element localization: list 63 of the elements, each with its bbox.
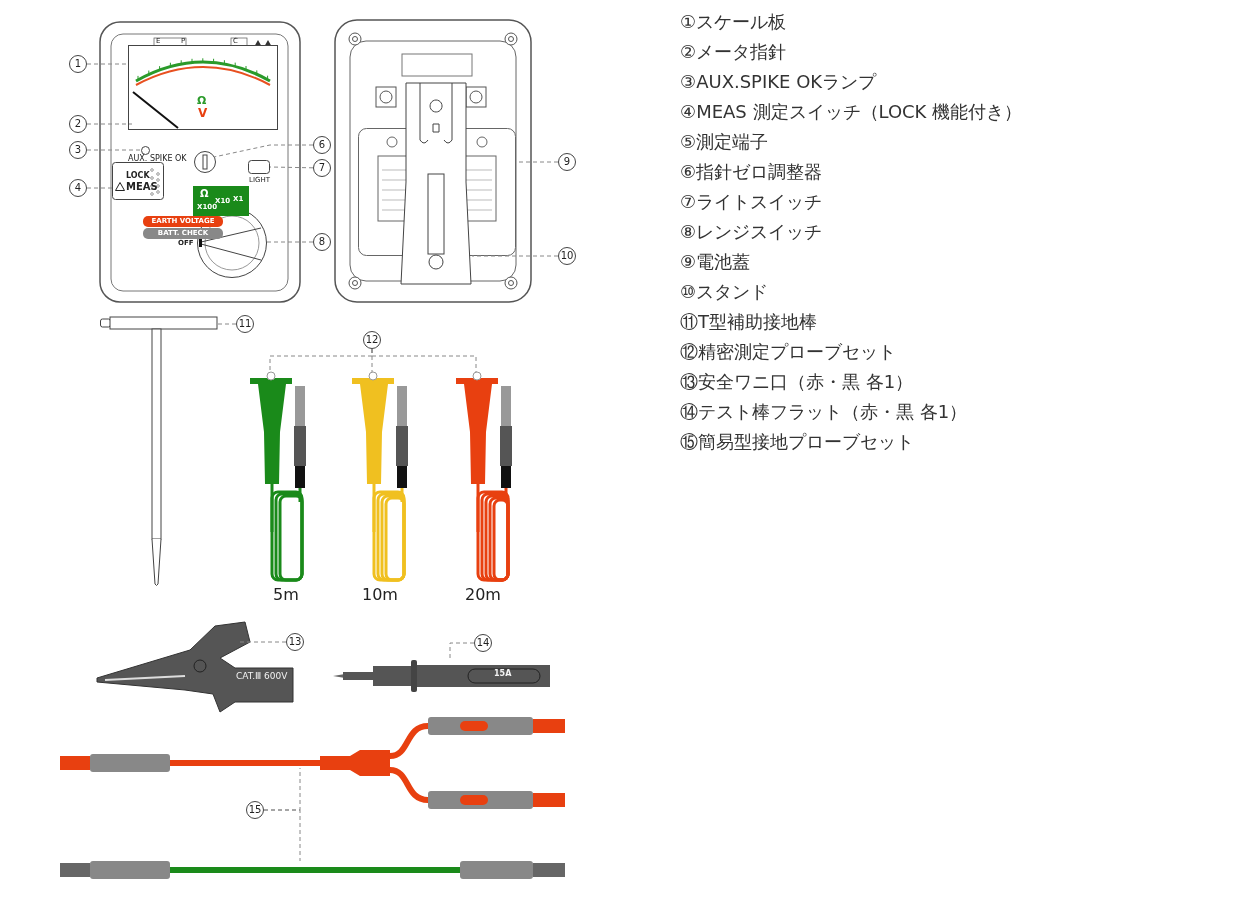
leader-line [86, 63, 129, 65]
leader-line [86, 123, 133, 125]
printed-text: CAT.Ⅲ 600V [236, 672, 288, 681]
part-list-item: ⑥指針ゼロ調整器 [680, 163, 823, 181]
leader-line [263, 809, 301, 862]
part-list-item: ⑬安全ワニ口（赤・黒 各1） [680, 373, 914, 391]
zero-adjuster [194, 151, 216, 173]
callout-number: 12 [363, 331, 381, 349]
scale-plate [128, 45, 278, 130]
lock-switch [112, 162, 164, 200]
part-list-item: ⑭テスト棒フラット（赤・黒 各1） [680, 403, 968, 421]
callout-number: 4 [69, 179, 87, 197]
part-list-item: ⑫精密測定プローブセット [680, 343, 896, 361]
length-label: 10m [362, 587, 398, 603]
callout-number: 8 [313, 233, 331, 251]
leader-line [86, 187, 113, 189]
part-list-item: ⑪T型補助接地棒 [680, 313, 817, 331]
test-probe [333, 660, 551, 692]
callout-number: 2 [69, 115, 87, 133]
part-list-item: ③AUX.SPIKE OKランプ [680, 73, 877, 91]
ground-rod [100, 316, 218, 588]
leader-line [217, 323, 237, 325]
part-list-item: ⑦ライトスイッチ [680, 193, 823, 211]
leader-line [266, 241, 314, 243]
printed-text: LOCK [126, 172, 150, 180]
leader-line [449, 642, 475, 661]
callout-number: 14 [474, 634, 492, 652]
part-list-item: ⑨電池蓋 [680, 253, 751, 271]
leader-line [371, 348, 477, 373]
light-button [248, 160, 270, 174]
stand [400, 82, 472, 285]
callout-number: 9 [558, 153, 576, 171]
printed-text: Ω [197, 95, 207, 106]
part-list-item: ⑤測定端子 [680, 133, 769, 151]
leader-line [213, 144, 314, 158]
printed-text: 15A [494, 670, 512, 678]
printed-text: MEAS [126, 182, 158, 192]
printed-text: Ω [200, 189, 209, 199]
leader-line [239, 641, 287, 643]
printed-text: V [198, 107, 208, 119]
part-list-item: ①スケール板 [680, 13, 787, 31]
callout-number: 1 [69, 55, 87, 73]
part-list-item: ④MEAS 測定スイッチ（LOCK 機能付き） [680, 103, 1023, 121]
part-list-item: ⑩スタンド [680, 283, 769, 301]
callout-number: 13 [286, 633, 304, 651]
indicator-lamp [141, 146, 150, 155]
length-label: 5m [273, 587, 299, 603]
callout-number: 6 [313, 136, 331, 154]
callout-number: 7 [313, 159, 331, 177]
part-list-item: ⑮簡易型接地プローブセット [680, 433, 914, 451]
meter-needle [132, 91, 180, 130]
part-list-item: ②メータ指針 [680, 43, 787, 61]
leader-line [86, 149, 142, 151]
leader-line [269, 166, 314, 169]
length-label: 20m [465, 587, 501, 603]
part-list-item: ⑧レンジスイッチ [680, 223, 823, 241]
probe-cable [60, 860, 565, 880]
callout-number: 10 [558, 247, 576, 265]
callout-number: 15 [246, 801, 264, 819]
callout-number: 3 [69, 141, 87, 159]
callout-number: 11 [236, 315, 254, 333]
printed-text: AUX. SPIKE OK [128, 155, 187, 163]
leader-line [471, 255, 559, 257]
